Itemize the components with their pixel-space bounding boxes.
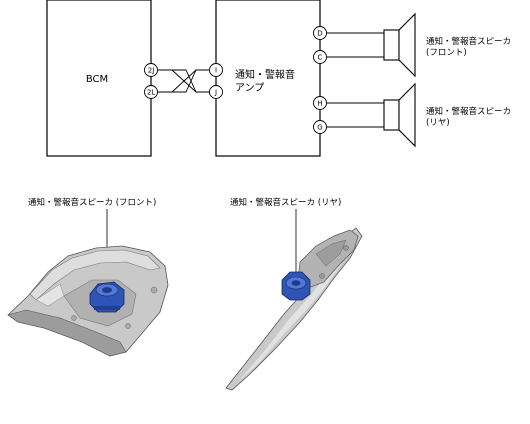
amplifier-block (215, 0, 321, 157)
amplifier-label-line1: 通知・警報音 (235, 68, 295, 81)
svg-text:I: I (215, 67, 217, 75)
pin-bcm-2l: 2L (144, 85, 158, 99)
front-speaker-icon (383, 12, 416, 78)
rear-speaker-icon (383, 82, 416, 148)
pin-amp-g: G (313, 120, 327, 134)
rear-illustration-caption: 通知・警報音スピーカ (リヤ) (230, 197, 341, 208)
bcm-block (46, 0, 152, 157)
pin-amp-i: I (209, 63, 223, 77)
svg-text:C: C (318, 54, 323, 62)
rear-speaker-part (281, 271, 311, 301)
speaker-wires (327, 32, 384, 128)
pin-amp-d: D (313, 26, 327, 40)
dashboard-panel-illustration (7, 245, 169, 357)
twisted-pair-wires (158, 69, 210, 93)
rear-speaker-label-line2: (リヤ) (426, 118, 450, 128)
bcm-label: BCM (86, 74, 108, 85)
rear-speaker-label-line1: 通知・警報音スピーカ (426, 106, 511, 117)
svg-text:2L: 2L (147, 89, 155, 97)
front-speaker-part (89, 281, 125, 313)
front-illustration-caption: 通知・警報音スピーカ (フロント) (28, 197, 156, 208)
front-speaker-label-line2: (フロント) (426, 48, 467, 58)
svg-text:H: H (317, 100, 322, 108)
pillar-trim-illustration (225, 227, 363, 391)
svg-text:J: J (214, 89, 217, 97)
amplifier-label-line2: アンプ (235, 82, 264, 94)
pin-bcm-2j: 2J (144, 63, 158, 77)
svg-text:G: G (317, 124, 322, 132)
pin-amp-h: H (313, 96, 327, 110)
svg-text:2J: 2J (148, 67, 155, 75)
pin-amp-c: C (313, 50, 327, 64)
svg-text:D: D (317, 30, 322, 38)
front-speaker-label-line1: 通知・警報音スピーカ (426, 36, 511, 47)
pin-amp-j: J (209, 85, 223, 99)
